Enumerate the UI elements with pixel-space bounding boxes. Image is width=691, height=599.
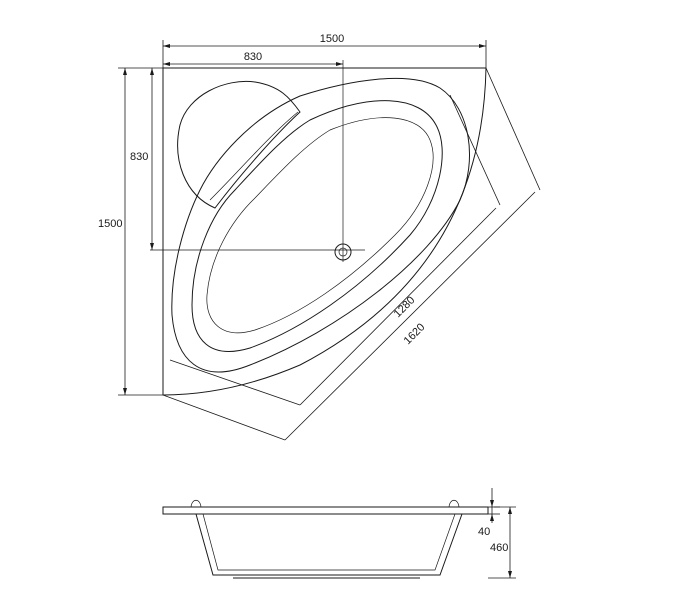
label-rim-thickness: 40 (478, 526, 490, 538)
side-left-bump (190, 499, 202, 508)
side-body-inner (202, 513, 456, 571)
tub-outline (162, 67, 487, 396)
label-overall-depth: 1500 (98, 218, 122, 230)
rim-outline (171, 77, 470, 373)
label-total-height: 460 (490, 542, 508, 554)
label-outer-diagonal: 1620 (402, 321, 428, 347)
dim-rim-thickness: 40 (478, 488, 500, 538)
dim-overall-width: 1500 (162, 33, 487, 70)
inner-step-outline (206, 117, 434, 334)
label-half-width: 830 (244, 51, 262, 63)
dim-total-height: 460 (488, 506, 516, 579)
side-right-bump (448, 499, 460, 508)
label-half-depth: 830 (130, 151, 148, 163)
label-overall-width: 1500 (320, 33, 344, 45)
side-body (195, 513, 463, 576)
label-inner-diagonal: 1280 (392, 294, 418, 320)
dim-half-depth: 830 (130, 68, 154, 250)
basin-outline (191, 100, 443, 352)
dim-outer-diagonal: 1620 (162, 67, 541, 441)
dim-overall-depth: 1500 (98, 67, 163, 396)
dim-half-width: 830 (163, 51, 343, 66)
side-view (162, 499, 489, 579)
side-rim (162, 506, 489, 515)
headrest-inner-edge (209, 111, 299, 201)
headrest-outline (177, 80, 301, 209)
top-view (150, 60, 487, 396)
